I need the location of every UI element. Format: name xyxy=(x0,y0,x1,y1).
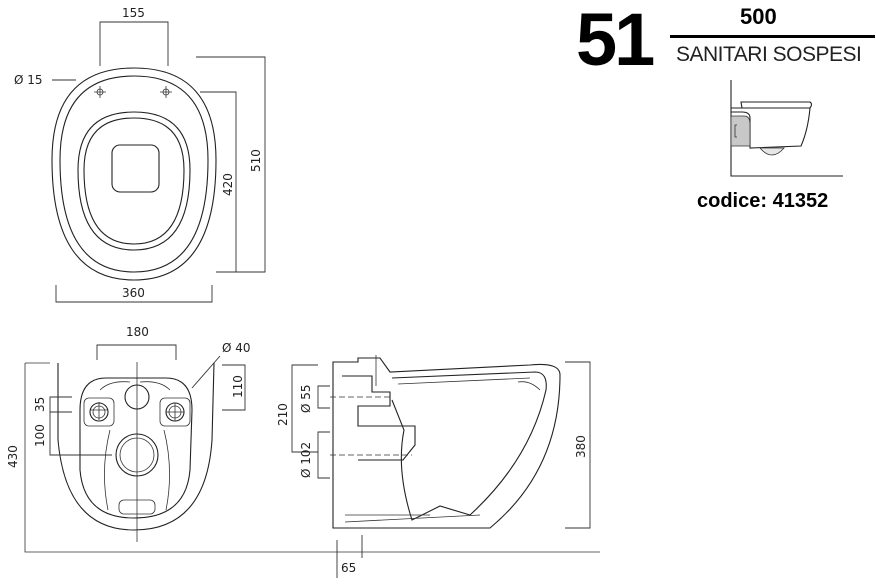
dim-d55: Ø 55 xyxy=(299,384,313,413)
side-view: 210 Ø 55 Ø 102 380 65 xyxy=(276,355,591,578)
header-divider xyxy=(670,35,875,38)
category-label: SANITARI SOSPESI xyxy=(676,43,862,66)
dim-100: 100 xyxy=(33,424,47,447)
product-code: codice: 41352 xyxy=(697,190,829,212)
dim-510: 510 xyxy=(249,149,263,172)
dim-380: 380 xyxy=(574,435,588,458)
dim-65: 65 xyxy=(341,561,356,575)
dim-d40: Ø 40 xyxy=(222,341,251,355)
dim-180: 180 xyxy=(126,325,149,339)
dim-d102: Ø 102 xyxy=(299,442,313,478)
wall-hung-toilet-thumbnail xyxy=(730,80,843,177)
top-view: 155 Ø 15 420 510 360 xyxy=(14,6,266,303)
dim-110: 110 xyxy=(231,375,245,398)
dim-35: 35 xyxy=(33,397,47,412)
rear-view: 180 Ø 40 110 35 100 430 xyxy=(6,325,600,553)
product-number: 51 xyxy=(576,0,655,81)
dim-210: 210 xyxy=(276,403,290,426)
dim-155: 155 xyxy=(122,6,145,20)
dim-d15: Ø 15 xyxy=(14,73,43,87)
dim-430: 430 xyxy=(6,445,20,468)
dim-360: 360 xyxy=(122,286,145,300)
series-label: 500 xyxy=(740,4,777,29)
dim-420: 420 xyxy=(221,173,235,196)
